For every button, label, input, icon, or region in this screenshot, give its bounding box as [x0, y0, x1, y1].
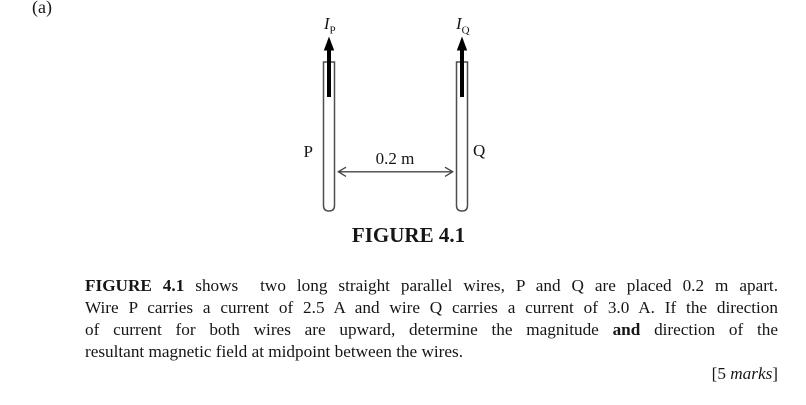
wire-label-q: Q: [473, 141, 486, 160]
marks-label: [5 marks]: [85, 363, 778, 385]
distance-label: 0.2 m: [375, 149, 415, 168]
problem-line-1-text: shows two long straight parallel wires, …: [184, 276, 778, 295]
current-arrow-q-icon: [456, 36, 468, 97]
part-label: (a): [32, 0, 52, 17]
current-arrow-p-icon: [323, 36, 335, 97]
current-subscript-p: P: [329, 24, 337, 37]
problem-line-4: resultant magnetic field at midpoint bet…: [85, 341, 778, 363]
problem-line-3: of current for both wires are upward, de…: [85, 319, 778, 341]
problem-line-1: FIGURE 4.1 shows two long straight paral…: [85, 275, 778, 297]
marks-word: marks: [730, 364, 773, 383]
distance-arrow-icon: [337, 166, 454, 177]
wire-p-rect: [322, 61, 336, 212]
problem-line-3-pre: of current for both wires are upward, de…: [85, 320, 613, 339]
current-label-p: IP: [308, 15, 352, 36]
figure-caption: FIGURE 4.1: [351, 223, 466, 247]
marks-close: ]: [772, 364, 778, 383]
current-symbol-p: I: [323, 14, 330, 33]
problem-statement: FIGURE 4.1 shows two long straight paral…: [85, 275, 778, 385]
and-bold: and: [612, 320, 641, 339]
current-symbol-q: I: [455, 14, 462, 33]
current-label-q: IQ: [441, 15, 485, 36]
problem-line-4-text: resultant magnetic field at midpoint bet…: [85, 342, 464, 361]
marks-open: [5: [711, 364, 731, 383]
wire-q-rect: [455, 61, 469, 212]
figure-ref-bold: FIGURE 4.1: [85, 276, 185, 295]
problem-line-3-post: direction of the: [640, 320, 779, 339]
problem-line-2-text: Wire P carries a current of 2.5 A and wi…: [85, 298, 778, 317]
wire-label-p: P: [303, 142, 313, 161]
current-subscript-q: Q: [461, 24, 471, 37]
problem-line-2: Wire P carries a current of 2.5 A and wi…: [85, 297, 778, 319]
